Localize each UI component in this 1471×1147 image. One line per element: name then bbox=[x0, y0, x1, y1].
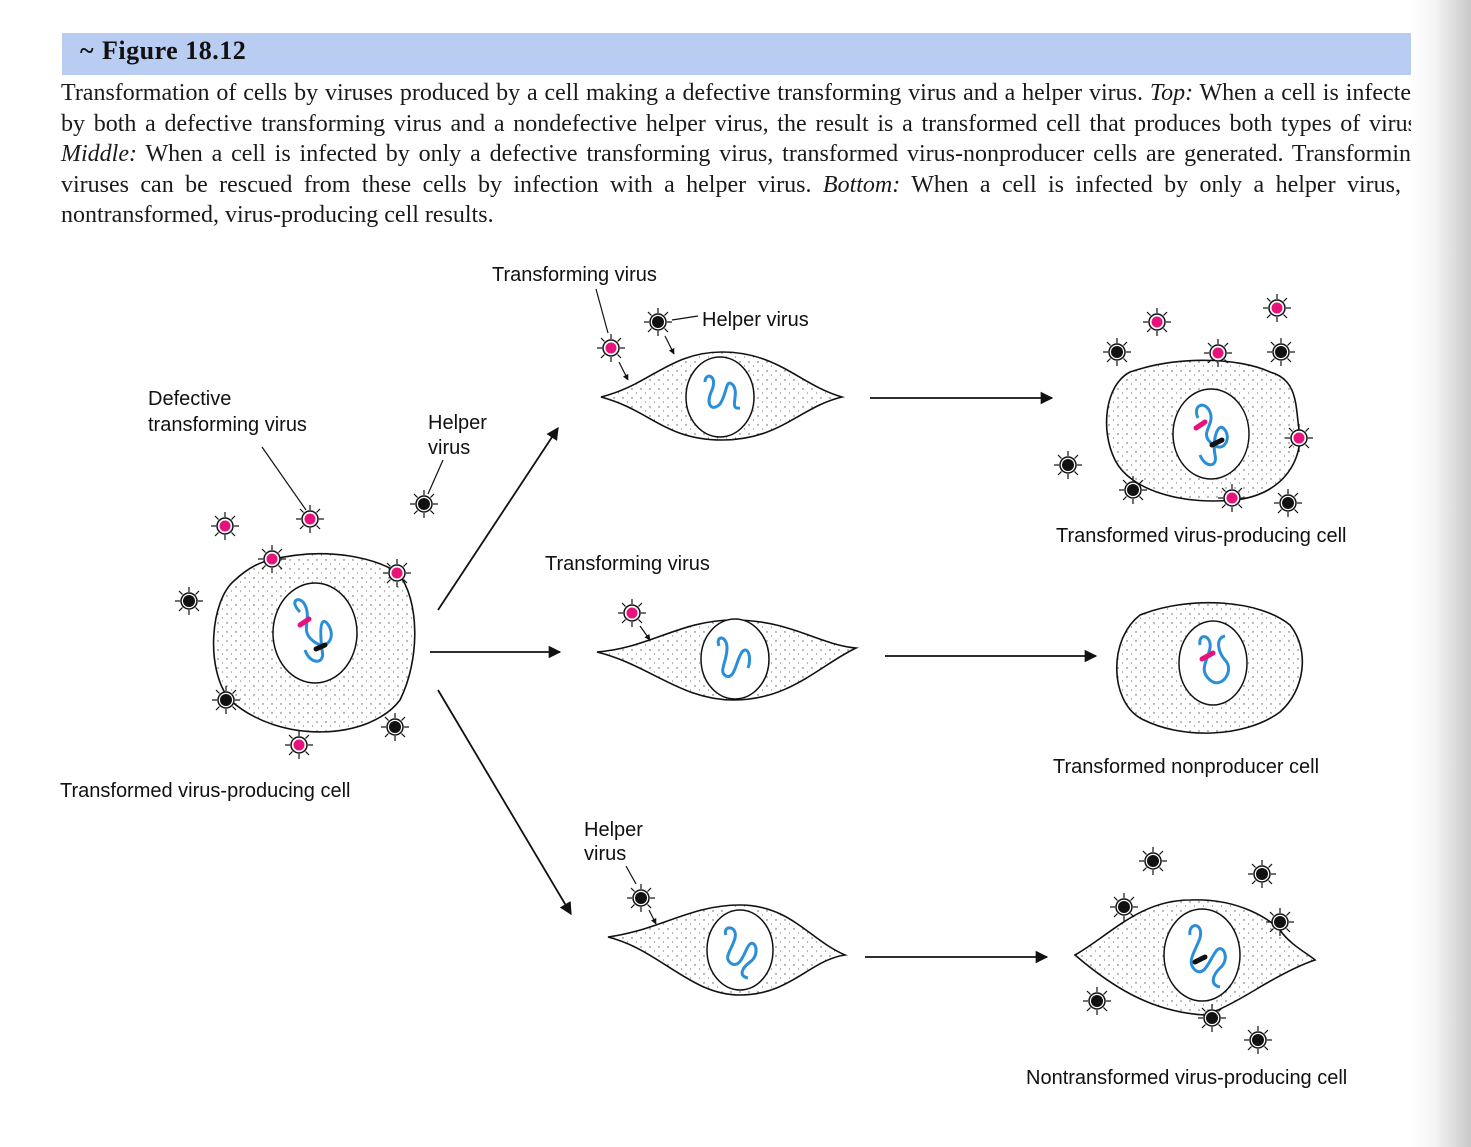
dna-strand bbox=[716, 636, 752, 678]
pointer-line bbox=[595, 288, 609, 334]
helper-virus-icon bbox=[643, 307, 673, 337]
caption-intro: Transformation of cells by viruses produ… bbox=[61, 80, 1144, 106]
middle-result-label: Transformed nonproducer cell bbox=[1053, 756, 1319, 778]
caption-bottom-label: Bottom: bbox=[822, 171, 901, 198]
source-cell-label: Transformed virus-producing cell bbox=[60, 780, 350, 802]
transforming-virus-icon bbox=[295, 504, 325, 534]
caption-middle-label: Middle: bbox=[61, 141, 137, 167]
helper-virus-icon bbox=[1265, 907, 1295, 937]
infection-arrow bbox=[639, 625, 651, 641]
helper-virus-icon bbox=[1138, 846, 1168, 876]
nucleus bbox=[1172, 388, 1250, 480]
helper-virus-icon bbox=[1266, 337, 1296, 367]
helper-virus-icon bbox=[1082, 986, 1112, 1016]
helper-virus-icon bbox=[380, 712, 410, 742]
pointer-line bbox=[671, 315, 699, 321]
nucleus bbox=[706, 909, 774, 991]
helper-virus-icon bbox=[1243, 1025, 1273, 1055]
helper-virus-icon bbox=[1118, 475, 1148, 505]
source-cell bbox=[212, 553, 416, 733]
source-helper-label-1: Helper bbox=[428, 412, 487, 434]
source-defective-label-1: Defective bbox=[148, 388, 231, 410]
helper-virus-icon bbox=[174, 586, 204, 616]
helper-virus-icon bbox=[409, 489, 439, 519]
caption-bottom-text: When a cell is infected by only a helper… bbox=[61, 171, 1423, 229]
helper-gene bbox=[313, 642, 328, 652]
dna-strand bbox=[703, 374, 741, 410]
bottom-infected-cell bbox=[607, 904, 848, 996]
figure-header-band bbox=[62, 33, 1424, 75]
pointer-line bbox=[261, 446, 307, 511]
transforming-virus-icon bbox=[596, 333, 626, 363]
transforming-virus-icon bbox=[1142, 307, 1172, 337]
helper-virus-icon bbox=[626, 883, 656, 913]
transforming-gene bbox=[1193, 419, 1208, 431]
transforming-virus-icon bbox=[617, 598, 647, 628]
dna-strand bbox=[1198, 634, 1231, 684]
top-result-cell bbox=[1105, 359, 1301, 502]
helper-virus-icon bbox=[1247, 859, 1277, 889]
pointer-line bbox=[625, 865, 637, 885]
source-helper-label-2: virus bbox=[428, 437, 470, 459]
bottom-helper-label-2: virus bbox=[584, 843, 626, 865]
nucleus bbox=[685, 356, 755, 438]
transforming-virus-icon bbox=[257, 544, 287, 574]
arrow-to-bottom bbox=[437, 689, 572, 916]
helper-virus-icon bbox=[1273, 488, 1303, 518]
nucleus bbox=[1178, 620, 1248, 706]
transforming-virus-icon bbox=[210, 511, 240, 541]
middle-infected-cell bbox=[596, 618, 860, 701]
figure-caption: Transformation of cells by viruses produ… bbox=[61, 78, 1423, 231]
nucleus bbox=[1163, 908, 1241, 1002]
top-infected-cell bbox=[600, 351, 846, 441]
helper-virus-icon bbox=[1197, 1003, 1227, 1033]
transforming-virus-icon bbox=[284, 730, 314, 760]
transforming-virus-icon bbox=[1284, 423, 1314, 453]
dna-strand bbox=[1195, 403, 1229, 467]
source-defective-label-2: transforming virus bbox=[148, 414, 307, 436]
transforming-gene bbox=[297, 616, 312, 628]
nucleus bbox=[272, 582, 358, 684]
bottom-result-label: Nontransformed virus-producing cell bbox=[1026, 1067, 1347, 1089]
figure-title: ~Figure 18.12 bbox=[80, 36, 246, 66]
caption-top-text: When a cell is infected by both a defect… bbox=[61, 80, 1423, 137]
helper-gene bbox=[1192, 954, 1208, 965]
tilde-icon: ~ bbox=[80, 36, 95, 65]
dna-strand bbox=[1188, 924, 1227, 989]
helper-virus-icon bbox=[211, 685, 241, 715]
caption-top-label: Top: bbox=[1149, 80, 1194, 106]
arrow-to-top bbox=[437, 426, 559, 611]
bottom-result-cell bbox=[1073, 899, 1317, 1016]
infection-arrow bbox=[664, 335, 675, 355]
transforming-virus-icon bbox=[1217, 483, 1247, 513]
transforming-gene bbox=[1199, 650, 1216, 662]
top-result-label: Transformed virus-producing cell bbox=[1056, 525, 1346, 547]
transforming-virus-icon bbox=[1203, 338, 1233, 368]
infection-arrow bbox=[648, 909, 657, 925]
transforming-virus-icon bbox=[1262, 293, 1292, 323]
transforming-virus-icon bbox=[382, 558, 412, 588]
top-transforming-label: Transforming virus bbox=[492, 264, 657, 286]
caption-middle-text: When a cell is infected by only a defect… bbox=[61, 141, 1424, 198]
top-helper-label: Helper virus bbox=[702, 309, 809, 331]
infection-arrow bbox=[618, 361, 629, 381]
helper-gene bbox=[1209, 437, 1225, 448]
bottom-helper-label-1: Helper bbox=[584, 819, 643, 841]
dna-strand bbox=[293, 598, 333, 663]
helper-virus-icon bbox=[1053, 450, 1083, 480]
middle-transforming-label: Transforming virus bbox=[545, 553, 710, 575]
nucleus bbox=[700, 618, 770, 700]
helper-virus-icon bbox=[1102, 337, 1132, 367]
figure-number: Figure 18.12 bbox=[102, 36, 247, 65]
pointer-line bbox=[427, 459, 444, 495]
book-spine-shadow bbox=[1411, 0, 1471, 1147]
helper-virus-icon bbox=[1109, 892, 1139, 922]
dna-strand bbox=[723, 926, 758, 980]
middle-result-cell bbox=[1115, 601, 1304, 734]
